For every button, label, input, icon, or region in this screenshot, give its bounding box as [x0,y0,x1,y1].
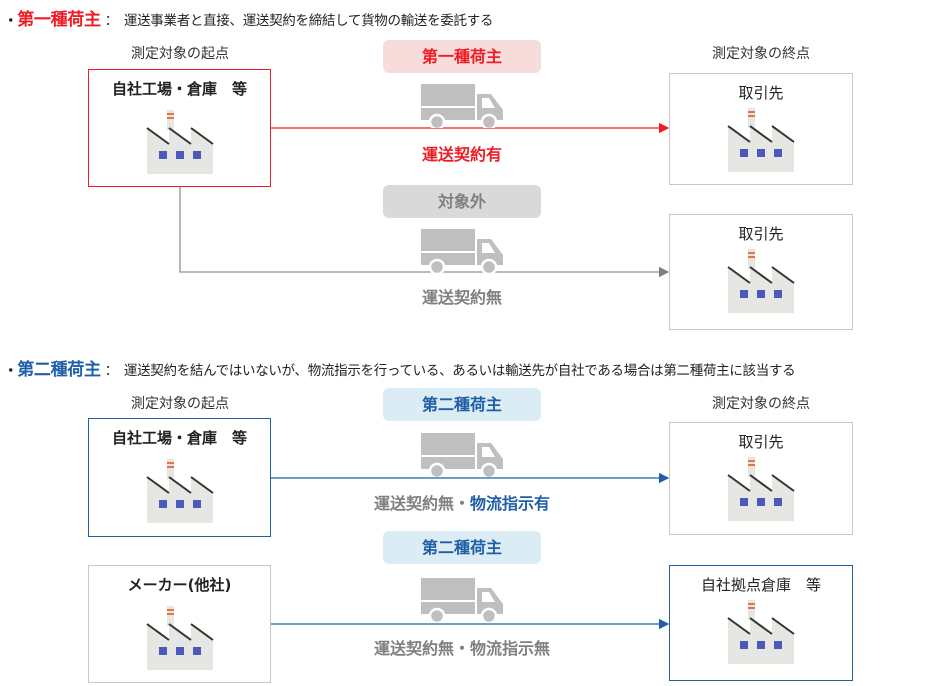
flow-label-no-contract: 運送契約無 [421,288,502,307]
origin-box-own-factory: 自社工場・倉庫 等 [88,69,271,187]
section1-header: ・第一種荷主：運送事業者と直接、運送契約を締結して貨物の輸送を委託する [4,5,493,30]
section1-title: 第一種荷主 [17,10,101,30]
bullet: ・ [4,13,18,29]
truck-icon [419,576,505,622]
bullet: ・ [4,363,18,379]
origin-caption: 測定対象の起点 [131,46,229,62]
flow-label-instruction: 運送契約無・物流指示有 [312,490,612,514]
destination-caption: 測定対象の終点 [712,46,810,62]
destination-label: 取引先 [738,433,784,451]
flow-label-contract: 運送契約有 [421,145,502,164]
factory-icon [145,457,215,523]
badge-out-of-scope: 対象外 [383,185,541,218]
factory-icon [726,106,796,172]
destination-box-customer: 取引先 [669,73,853,185]
origin-caption: 測定対象の起点 [131,396,229,412]
section2-description: 運送契約を結んではいないが、物流指示を行っている、あるいは輸送先が自社である場合… [123,363,796,379]
badge-first-class-shipper: 第一種荷主 [383,40,541,73]
destination-box-customer: 取引先 [669,422,853,535]
factory-icon [145,604,215,670]
badge-second-class-shipper: 第二種荷主 [383,388,541,421]
destination-label: 取引先 [738,84,784,102]
section2-header: ・第二種荷主：運送契約を結んではいないが、物流指示を行っている、あるいは輸送先が… [4,355,796,380]
factory-icon [726,598,796,664]
truck-icon [419,431,505,477]
flow-label-no-instruction: 運送契約無・物流指示無 [373,639,550,658]
factory-icon [726,455,796,521]
origin-box-manufacturer: メーカー(他社) [88,565,271,683]
section2-title: 第二種荷主 [17,360,101,380]
destination-box-own-warehouse: 自社拠点倉庫 等 [669,565,853,681]
destination-label: 取引先 [738,225,784,243]
colon: ： [104,13,119,29]
origin-label: 自社工場・倉庫 等 [111,429,247,447]
factory-icon [726,247,796,313]
destination-label: 自社拠点倉庫 等 [700,576,821,594]
truck-icon [419,227,505,273]
destination-caption: 測定対象の終点 [712,396,810,412]
destination-box-customer: 取引先 [669,214,853,330]
origin-box-own-factory: 自社工場・倉庫 等 [88,418,271,537]
flow-label-part-no-contract: 運送契約無・ [373,494,470,513]
flow-arrow-no-contract [179,187,670,278]
section1-description: 運送事業者と直接、運送契約を締結して貨物の輸送を委託する [123,13,494,29]
flow-label-part-instruction: 物流指示有 [470,494,551,513]
origin-label: メーカー(他社) [127,576,232,594]
factory-icon [145,108,215,174]
origin-label: 自社工場・倉庫 等 [111,80,247,98]
badge-second-class-shipper: 第二種荷主 [383,531,541,564]
colon: ： [104,363,119,379]
truck-icon [419,82,505,128]
